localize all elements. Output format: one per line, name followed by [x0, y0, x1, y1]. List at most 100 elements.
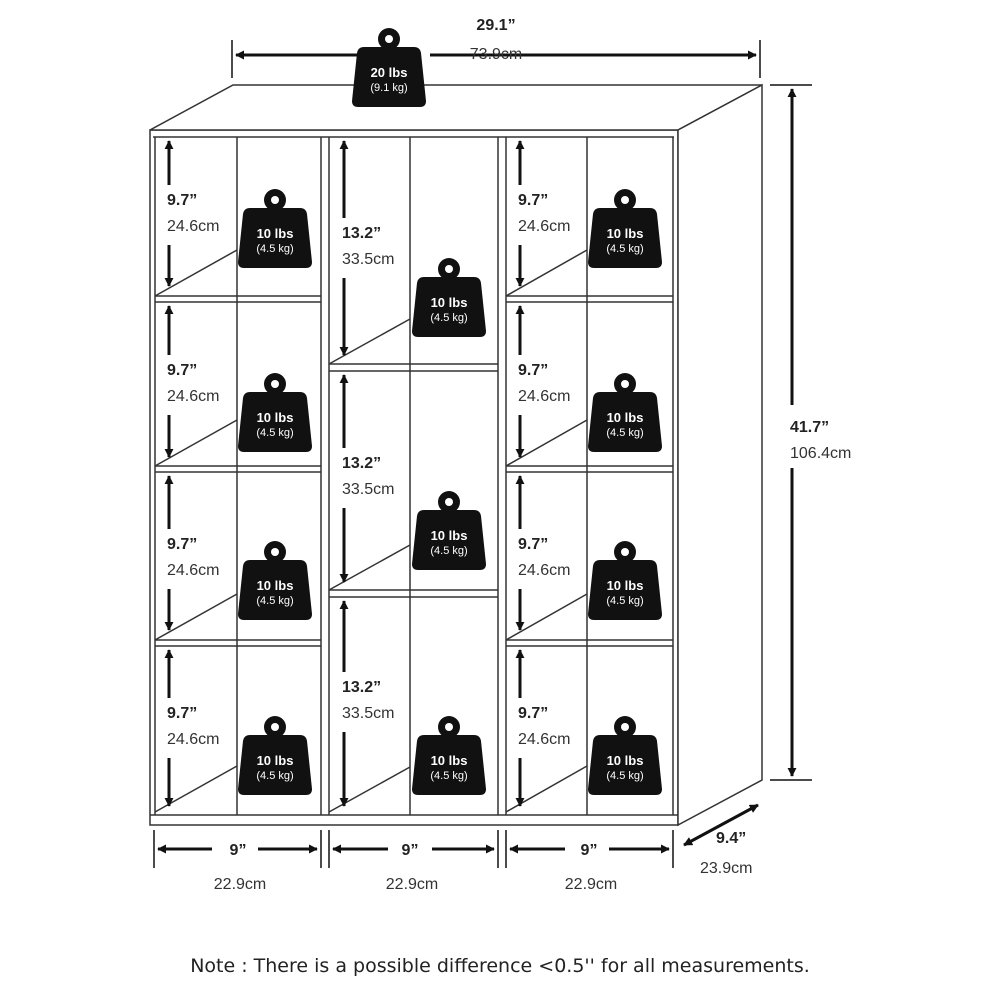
side-cube-height-dimension: 9.7” 24.6cm: [164, 475, 219, 631]
right-column-shelves: [505, 249, 673, 813]
load-metric: (4.5 kg): [256, 595, 293, 607]
cube-height-imperial: 9.7”: [518, 192, 548, 209]
overall-width-imperial: 29.1”: [476, 17, 515, 34]
cube-height-metric: 24.6cm: [518, 388, 570, 405]
weight-body: [588, 392, 662, 452]
weight-body: [588, 735, 662, 795]
weight-body: [412, 510, 486, 570]
weight-body: [412, 277, 486, 337]
weight-body: [588, 560, 662, 620]
top-load-weight-icon: 20 lbs (9.1 kg): [352, 28, 426, 107]
column-1-width-metric: 22.9cm: [214, 876, 266, 893]
cube-height-imperial: 9.7”: [167, 192, 197, 209]
cabinet-top: [149, 84, 763, 131]
shelf-load-weight-icon: 10 lbs (4.5 kg): [238, 541, 312, 620]
depth-dimension: 9.4” 23.9cm: [683, 803, 759, 877]
load-metric: (4.5 kg): [256, 243, 293, 255]
middle-cube-height-dimension: 13.2” 33.5cm: [339, 600, 394, 807]
load-imperial: 10 lbs: [607, 578, 644, 593]
shelf-load-weight-icon: 10 lbs (4.5 kg): [412, 716, 486, 795]
side-cube-height-dimension: 9.7” 24.6cm: [515, 649, 570, 807]
load-imperial: 10 lbs: [257, 226, 294, 241]
load-metric: (4.5 kg): [256, 770, 293, 782]
cube-height-imperial: 13.2”: [342, 225, 381, 242]
side-cube-height-dimension: 9.7” 24.6cm: [164, 649, 219, 807]
middle-cube-height-dimension: 13.2” 33.5cm: [339, 374, 394, 583]
middle-cube-height-dimension: 13.2” 33.5cm: [339, 140, 394, 356]
depth-metric: 23.9cm: [700, 860, 752, 877]
cube-height-metric: 24.6cm: [167, 731, 219, 748]
cube-height-metric: 24.6cm: [518, 218, 570, 235]
measurement-note: Note : There is a possible difference <0…: [190, 955, 810, 977]
load-imperial: 10 lbs: [431, 753, 468, 768]
load-metric: (4.5 kg): [430, 312, 467, 324]
column-3-width-imperial: 9”: [581, 842, 598, 859]
column-2-width-imperial: 9”: [402, 842, 419, 859]
weight-body: [238, 392, 312, 452]
load-weights: 20 lbs (9.1 kg) 10 lbs (4.5 kg) 10 lbs (4.5 k…: [238, 28, 662, 795]
cube-height-imperial: 9.7”: [518, 536, 548, 553]
cube-height-metric: 33.5cm: [342, 481, 394, 498]
weight-body: [238, 560, 312, 620]
shelf-load-weight-icon: 10 lbs (4.5 kg): [412, 258, 486, 337]
column-2-width-metric: 22.9cm: [386, 876, 438, 893]
load-metric: (4.5 kg): [606, 243, 643, 255]
overall-height-imperial: 41.7”: [790, 419, 829, 436]
load-imperial: 10 lbs: [607, 410, 644, 425]
load-metric: (4.5 kg): [606, 595, 643, 607]
load-metric: (4.5 kg): [430, 770, 467, 782]
weight-body: [238, 208, 312, 268]
cube-height-metric: 33.5cm: [342, 705, 394, 722]
side-cube-height-dimension: 9.7” 24.6cm: [164, 305, 219, 458]
cabinet-side: [677, 83, 763, 827]
load-imperial: 10 lbs: [257, 753, 294, 768]
side-cube-height-dimension: 9.7” 24.6cm: [164, 140, 219, 287]
bookcase-drawing: [149, 83, 763, 827]
load-imperial: 10 lbs: [257, 578, 294, 593]
side-cube-height-dimension: 9.7” 24.6cm: [515, 140, 570, 287]
column-3-width-metric: 22.9cm: [565, 876, 617, 893]
column-1-width-imperial: 9”: [230, 842, 247, 859]
weight-body: [352, 47, 426, 107]
load-imperial: 10 lbs: [431, 295, 468, 310]
shelf-load-weight-icon: 10 lbs (4.5 kg): [238, 189, 312, 268]
middle-column-shelves: [328, 318, 498, 813]
load-metric: (9.1 kg): [370, 82, 407, 94]
cube-height-metric: 24.6cm: [167, 562, 219, 579]
load-imperial: 10 lbs: [431, 528, 468, 543]
overall-width-metric: 73.9cm: [470, 46, 522, 63]
cube-height-metric: 24.6cm: [167, 218, 219, 235]
load-metric: (4.5 kg): [256, 427, 293, 439]
load-metric: (4.5 kg): [430, 545, 467, 557]
cube-height-imperial: 13.2”: [342, 455, 381, 472]
cube-height-metric: 24.6cm: [518, 731, 570, 748]
cube-height-imperial: 13.2”: [342, 679, 381, 696]
cube-height-imperial: 9.7”: [167, 705, 197, 722]
shelf-load-weight-icon: 10 lbs (4.5 kg): [588, 189, 662, 268]
cube-height-metric: 24.6cm: [518, 562, 570, 579]
shelf-load-weight-icon: 10 lbs (4.5 kg): [412, 491, 486, 570]
overall-width-dimension: 29.1” 73.9cm: [231, 17, 761, 78]
load-imperial: 20 lbs: [371, 65, 408, 80]
load-metric: (4.5 kg): [606, 427, 643, 439]
cube-height-metric: 33.5cm: [342, 251, 394, 268]
side-cube-height-dimension: 9.7” 24.6cm: [515, 475, 570, 631]
cube-height-imperial: 9.7”: [167, 536, 197, 553]
shelf-load-weight-icon: 10 lbs (4.5 kg): [588, 541, 662, 620]
depth-imperial: 9.4”: [716, 830, 746, 847]
cube-height-metric: 24.6cm: [167, 388, 219, 405]
load-imperial: 10 lbs: [607, 753, 644, 768]
shelf-load-weight-icon: 10 lbs (4.5 kg): [588, 716, 662, 795]
cube-height-dimensions: 9.7” 24.6cm 9.7” 24.6cm 9.7” 24.6cm 9.7” 24.6cm…: [164, 140, 570, 807]
cube-height-imperial: 9.7”: [518, 705, 548, 722]
overall-height-dimension: 41.7” 106.4cm: [770, 84, 851, 781]
side-cube-height-dimension: 9.7”24.6cm: [515, 305, 570, 458]
cube-height-imperial: 9.7”: [167, 362, 197, 379]
column-width-dimensions: 9” 22.9cm 9” 22.9cm 9” 22.9cm: [153, 830, 674, 893]
shelf-load-weight-icon: 10 lbs (4.5 kg): [238, 716, 312, 795]
overall-height-metric: 106.4cm: [790, 445, 851, 462]
load-imperial: 10 lbs: [607, 226, 644, 241]
weight-body: [588, 208, 662, 268]
load-metric: (4.5 kg): [606, 770, 643, 782]
